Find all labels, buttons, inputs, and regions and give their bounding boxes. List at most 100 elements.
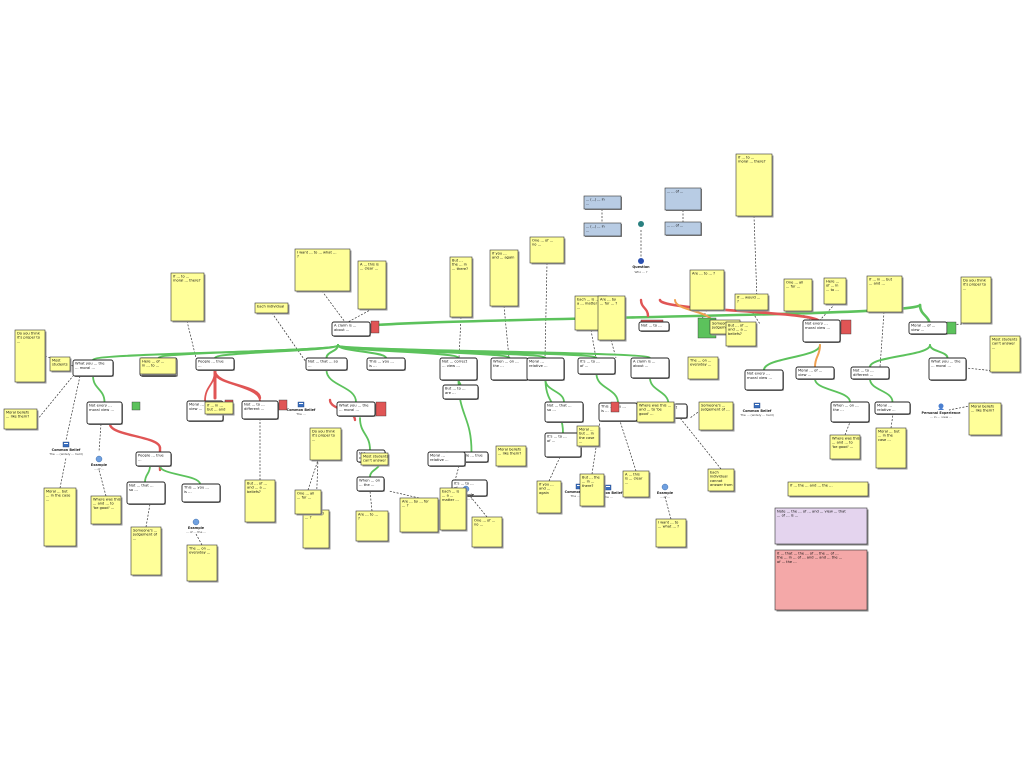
claim-box[interactable]: What you ... the... moral ... [928, 357, 967, 381]
claim-box[interactable]: Not ... to ... [638, 321, 670, 332]
claim-box[interactable]: People ... true... [135, 451, 172, 467]
summary-note[interactable]: If ... the ... and ... the ... [787, 481, 870, 498]
note-box[interactable]: Someone's ...judgement of ... [698, 401, 735, 432]
claim-box[interactable]: It's ... to ...of ... [577, 357, 616, 375]
claim-box[interactable]: Not ... that ...so ... [544, 401, 584, 423]
note-box[interactable]: Each individual [254, 302, 290, 315]
oppose-tag[interactable] [610, 401, 620, 413]
claim-box[interactable]: It's ... to ...of ... [544, 432, 582, 458]
note-box[interactable]: Moral beliefs... like them? [3, 408, 39, 431]
note-box[interactable]: Someone's ...judgement of... [130, 526, 163, 577]
example-icon[interactable]: Example... of ... [657, 483, 674, 499]
note-box[interactable]: Are ... by... for ... ? [597, 295, 627, 342]
note-box[interactable]: The ... on ...everyday ... [186, 544, 219, 583]
example-icon[interactable]: Example... of ... the ... [186, 518, 206, 534]
note-box[interactable]: Are ... to ... ? [689, 269, 726, 312]
claim-box[interactable]: Not ... that ...so ... [126, 481, 166, 505]
oppose-tag[interactable] [278, 399, 288, 411]
claim-box[interactable]: Not every ...moral view ... [86, 401, 123, 425]
note-box[interactable]: Here ... of ...in ... to ... [139, 357, 178, 376]
claim-box[interactable]: People ... true... [195, 357, 235, 371]
claim-box[interactable]: But ... to ...are ... [442, 384, 479, 400]
claim-box[interactable]: Moral ... of ...view ... [908, 321, 948, 335]
oppose-tag[interactable] [370, 320, 380, 334]
note-box[interactable]: But ... of ...and ... a ...beliefs? [244, 479, 277, 524]
claim-box[interactable]: What you ... the... moral ... [72, 359, 114, 377]
summary-box-red[interactable]: It ... that ... the ... of ... the ... o… [774, 549, 869, 612]
note-box[interactable]: Where was this... and ... to'be good' ..… [829, 434, 862, 461]
claim-box[interactable]: When ... on ...the ... [830, 401, 870, 423]
note-box[interactable]: If ... in ... but... and ... [866, 275, 904, 314]
claim-box[interactable]: Not ... correct... view ... [439, 357, 478, 381]
note-box[interactable]: If you ...and ...again [536, 480, 563, 515]
oppose-tag[interactable] [840, 319, 852, 335]
note-box[interactable]: Are ... to ...? [355, 510, 390, 543]
claim-box[interactable]: When ... on ...the ... [490, 357, 529, 381]
note-box[interactable]: If ... to ...moral ... there? [170, 272, 206, 323]
support-tag[interactable] [131, 401, 141, 411]
claim-box[interactable]: Moral ...relative ... [427, 451, 466, 467]
note-box[interactable]: If you ...and ... again [489, 249, 520, 308]
claim-box[interactable]: Moral ...relative ... [874, 401, 911, 415]
claim-box[interactable]: Not ... to ...different ... [241, 400, 279, 420]
question-box[interactable]: ... (...) ... in... [583, 195, 622, 210]
claim-box[interactable]: This ... you ...is ... [181, 483, 221, 503]
question-box[interactable]: ... (...) ... in... [583, 222, 622, 237]
claim-box[interactable]: What you ... the... moral ... [336, 401, 376, 417]
summary-box-purple[interactable]: Note ... the ... of ... and ... view ...… [774, 507, 869, 546]
note-box[interactable]: Are ... by ... for... ? [399, 497, 440, 534]
note-box[interactable]: Each ... is... a ...matter ... [439, 487, 468, 532]
personal-experience-icon[interactable]: Personal Experience... in ... view ... [922, 403, 962, 420]
note-box[interactable]: Moral ... but... in the case... [43, 487, 78, 548]
note-box[interactable]: The ... on ...everyday ... [687, 356, 720, 381]
support-tag[interactable] [946, 321, 957, 335]
claim-box[interactable]: Not every ...moral view ... [744, 369, 784, 391]
note-box[interactable]: I want ... to... what ... ? [655, 518, 688, 549]
claim-box[interactable]: Moral ... of ...view ... [795, 366, 835, 380]
note-box[interactable]: If ... would ...? [734, 293, 770, 312]
claim-box[interactable]: Not every ...moral view ... [802, 319, 841, 343]
claim-box[interactable]: Not ... that ... so... [305, 357, 348, 371]
oppose-tag[interactable] [375, 401, 387, 417]
note-box[interactable]: One ... of ...no ... [471, 516, 504, 549]
question-box[interactable]: ... ... of ... [664, 187, 702, 211]
note-box[interactable]: But ... the... in ...there? [579, 473, 606, 508]
claim-box[interactable]: Not ... to ...different ... [850, 366, 890, 380]
note-box[interactable]: One ... all... for ... [783, 278, 814, 313]
note-box[interactable]: One ... all... for ... [294, 489, 323, 516]
note-box[interactable]: A ... this is... clear ... [357, 260, 388, 311]
claim-box[interactable]: A claim is ...about ... [630, 357, 670, 379]
example-icon[interactable]: Example... of ... [91, 455, 108, 471]
claim-box[interactable]: Moral ...relative ... [526, 357, 565, 381]
claim-box[interactable]: A claim is ...about ... [331, 321, 371, 337]
note-box[interactable]: I want ... to ... what ...? [294, 248, 352, 293]
note-box[interactable]: Moral beliefs... like them? [495, 445, 528, 468]
note-box[interactable]: But ... of ...and ... a ...beliefs? [725, 321, 758, 348]
note-box[interactable]: If ... in ...but ... and [204, 401, 235, 416]
note-box[interactable]: Here ...of ... in... to ... [823, 277, 848, 306]
note-box[interactable]: But ...the ... in... there? [449, 256, 474, 319]
common-belief-icon[interactable]: Common BeliefThe ... [287, 401, 316, 416]
question-box[interactable]: ... ... of ... [664, 221, 702, 236]
claim-box[interactable]: When ... on... the ... [356, 476, 385, 492]
note-box[interactable]: One ... of ...no ... [529, 236, 566, 265]
note-box[interactable]: Moral beliefs... like them? [968, 402, 1003, 437]
note-box[interactable]: If ... to ...moral ... there? [735, 153, 774, 218]
claim-box[interactable]: This ... you ...is ... [366, 357, 406, 371]
note-box[interactable]: Where was this... and ... to'be good' ..… [90, 495, 123, 526]
note-box[interactable]: If ... would... ? [302, 509, 331, 550]
